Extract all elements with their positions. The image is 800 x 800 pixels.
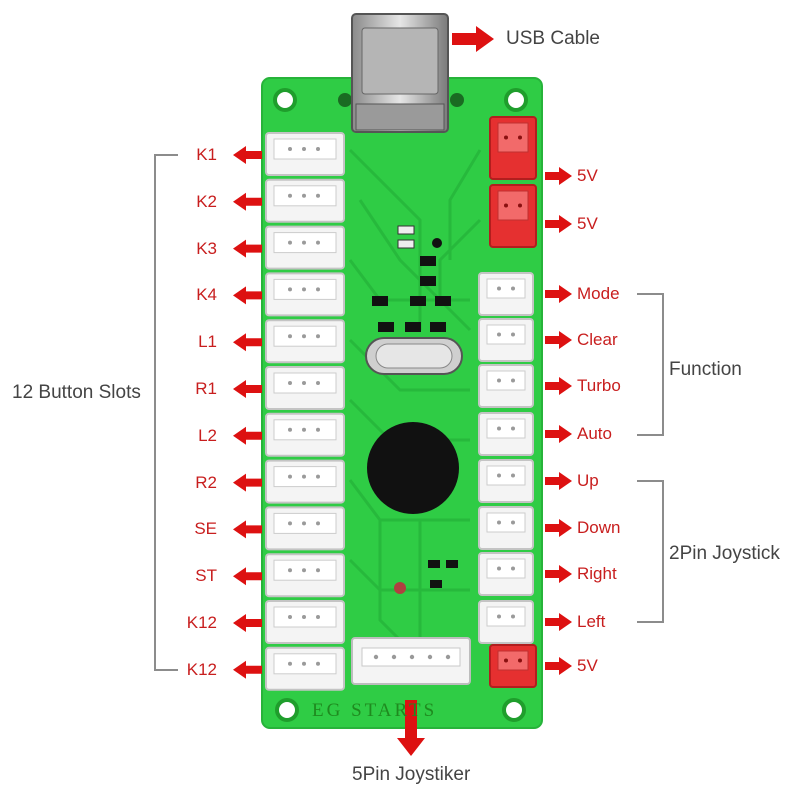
- connector-label: 5V: [577, 166, 598, 185]
- left-arrow: [233, 567, 262, 586]
- right-connector: [489, 184, 537, 248]
- left-arrow: [233, 660, 262, 679]
- left-arrow: [233, 520, 262, 539]
- button-slot-label: K12: [186, 659, 217, 679]
- right-connector: [478, 318, 534, 362]
- right-arrow: [545, 331, 572, 349]
- button-connector: [265, 459, 345, 504]
- connector-label: Right: [577, 564, 617, 583]
- button-slot-label: K2: [196, 191, 217, 211]
- right-arrow: [545, 613, 572, 631]
- button-connector: [265, 272, 345, 317]
- button-slots-label: 12 Button Slots: [12, 382, 141, 403]
- usb-cable-label: USB Cable: [506, 28, 600, 49]
- connector-label: 5V: [577, 214, 598, 233]
- connector-label: 5V: [577, 656, 598, 675]
- button-slot-label: K1: [196, 145, 217, 164]
- button-connector: [265, 412, 345, 457]
- function-bracket: [637, 293, 664, 436]
- usb-arrow: [452, 26, 494, 52]
- right-arrow: [545, 377, 572, 395]
- left-arrow: [233, 192, 262, 211]
- button-connector: [265, 646, 345, 691]
- button-connector: [265, 506, 345, 551]
- button-slot-label: K4: [196, 285, 217, 305]
- right-arrow: [545, 167, 572, 185]
- connector-label: Clear: [577, 330, 618, 349]
- connector-label: Auto: [577, 424, 612, 443]
- right-connector: [478, 412, 534, 456]
- right-connector: [478, 364, 534, 408]
- button-connector: [265, 366, 345, 410]
- connector-label: Turbo: [577, 376, 621, 395]
- right-connector: [478, 506, 534, 550]
- right-arrow: [545, 565, 572, 583]
- left-arrow: [233, 333, 262, 352]
- left-button-connectors: [265, 132, 345, 691]
- right-connector: [478, 272, 534, 316]
- right-arrow: [545, 285, 572, 303]
- button-slot-label: R2: [195, 472, 217, 492]
- button-connector: [265, 132, 345, 176]
- left-arrow: [233, 380, 262, 398]
- button-connector: [265, 600, 345, 644]
- left-arrow: [233, 146, 262, 164]
- right-arrow: [545, 472, 572, 490]
- button-connector: [265, 178, 345, 223]
- right-arrow: [545, 519, 572, 537]
- button-slot-label: K12: [186, 613, 217, 632]
- mounting-holes: [273, 88, 528, 722]
- smd-components: [372, 225, 458, 594]
- right-arrow: [545, 657, 572, 675]
- five-pin-arrow: [397, 700, 425, 756]
- right-connector: [489, 116, 537, 180]
- left-arrow: [233, 614, 262, 632]
- button-slot-label: ST: [195, 566, 217, 586]
- connector-label: Mode: [577, 284, 620, 303]
- board-silkscreen: EG STARTS: [312, 700, 438, 721]
- left-arrow: [233, 286, 262, 305]
- five-pin-joystick-label: 5Pin Joystiker: [352, 764, 471, 785]
- connector-label: Left: [577, 612, 606, 631]
- connector-label: Up: [577, 471, 599, 490]
- button-connector: [265, 553, 345, 598]
- right-arrow: [545, 425, 572, 443]
- right-arrow: [545, 215, 572, 233]
- crystal-oscillator: [365, 337, 463, 375]
- right-connector: [478, 552, 534, 596]
- button-slot-label: SE: [194, 519, 217, 539]
- button-slot-label: K3: [196, 238, 217, 258]
- button-slot-label: L2: [198, 425, 217, 445]
- connector-label: Down: [577, 518, 621, 537]
- left-bracket: [154, 154, 178, 671]
- button-connector: [265, 225, 345, 270]
- function-label: Function: [669, 359, 742, 380]
- ic-chip: [367, 422, 459, 514]
- usb-connector: [351, 13, 449, 133]
- right-connector: [478, 459, 534, 503]
- left-arrow: [233, 239, 262, 258]
- right-connector: [478, 600, 534, 644]
- button-slot-label: R1: [195, 379, 217, 398]
- five-pin-connector: [351, 637, 471, 685]
- button-slot-label: L1: [198, 332, 217, 352]
- joystick-bracket: [637, 480, 664, 623]
- pointer-arrows: [233, 146, 572, 679]
- left-arrow: [233, 426, 262, 445]
- two-pin-joystick-label: 2Pin Joystick: [669, 543, 780, 564]
- right-connector: [489, 644, 537, 688]
- left-arrow: [233, 473, 262, 492]
- right-connectors: [478, 116, 537, 688]
- button-connector: [265, 319, 345, 364]
